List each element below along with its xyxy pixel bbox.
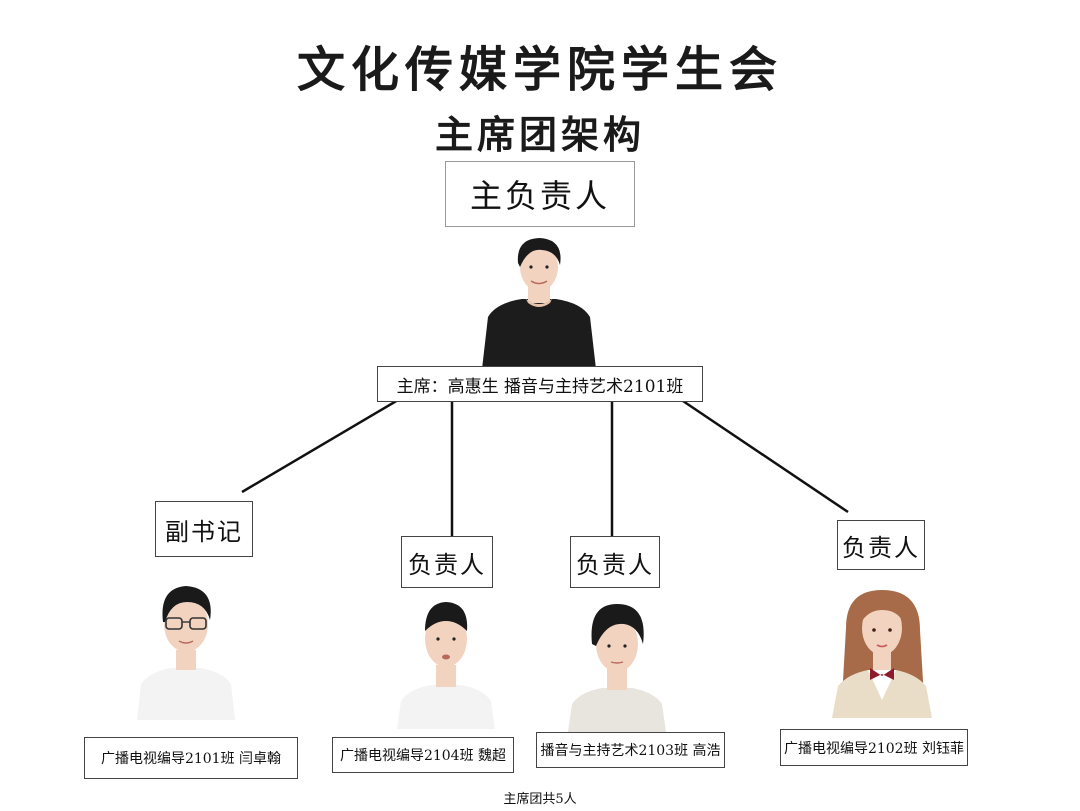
- member-photo-2: [395, 597, 497, 729]
- role-label: 负责人: [576, 550, 654, 579]
- member-photo-4: [830, 588, 934, 718]
- member-name-box-1: 广播电视编导2101班 闫卓翰: [84, 737, 298, 779]
- head-label: 主负责人: [469, 177, 610, 215]
- chair-label: 主席：高惠生 播音与主持艺术2101班: [396, 376, 684, 397]
- role-box-leader-1: 负责人: [401, 536, 493, 588]
- member-name: 广播电视编导2104班 魏超: [339, 748, 507, 764]
- footer-note: 主席团共5人: [503, 792, 577, 807]
- connector-line-leader-3: [679, 397, 849, 514]
- member-photo-3: [566, 600, 668, 732]
- chair-photo: [478, 233, 600, 369]
- role-box-leader-2: 负责人: [570, 536, 660, 588]
- chair-label-box: 主席：高惠生 播音与主持艺术2101班: [377, 366, 703, 402]
- role-label: 负责人: [408, 550, 486, 579]
- member-name: 广播电视编导2102班 刘钰菲: [783, 740, 965, 757]
- member-name-box-3: 播音与主持艺术2103班 高浩: [536, 732, 725, 768]
- page-subtitle: 主席团架构: [434, 112, 645, 157]
- role-box-leader-3: 负责人: [837, 520, 925, 570]
- role-label: 副书记: [165, 517, 243, 546]
- head-label-box: 主负责人: [445, 161, 635, 227]
- member-name-box-2: 广播电视编导2104班 魏超: [332, 737, 514, 773]
- connector-line-vice-secretary: [241, 398, 399, 494]
- member-name: 广播电视编导2101班 闫卓翰: [100, 751, 282, 767]
- page-title: 文化传媒学院学生会: [296, 42, 783, 98]
- member-name-box-4: 广播电视编导2102班 刘钰菲: [780, 729, 968, 766]
- member-name: 播音与主持艺术2103班 高浩: [540, 743, 721, 759]
- member-photo-1: [135, 580, 237, 720]
- role-label: 负责人: [842, 533, 920, 562]
- role-box-vice-secretary: 副书记: [155, 501, 253, 557]
